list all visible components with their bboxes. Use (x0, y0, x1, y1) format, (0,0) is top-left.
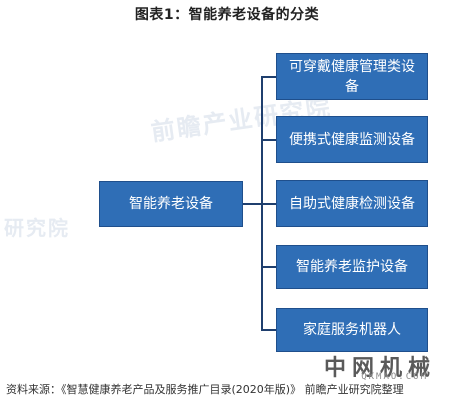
connector-branch-1 (261, 76, 276, 78)
root-node: 智能养老设备 (99, 181, 243, 227)
child-node-label: 自助式健康检测设备 (289, 195, 415, 212)
figure-title: 图表1：智能养老设备的分类 (134, 7, 320, 23)
child-node-label: 家庭服务机器人 (303, 322, 401, 338)
corner-logo-sub: QKMAO.COM (361, 372, 428, 382)
child-node-label: 可穿戴健康管理类设备 (289, 58, 415, 95)
source-note: 资料来源：《智慧健康养老产品及服务推广目录(2020年版)》 前瞻产业研究院整理 (6, 383, 404, 396)
corner-logo: 中网机械 (323, 356, 436, 381)
child-node-self-service: 自助式健康检测设备 (276, 180, 428, 227)
child-node-wearable: 可穿戴健康管理类设备 (276, 53, 428, 100)
child-node-robot: 家庭服务机器人 (276, 308, 428, 352)
child-node-portable: 便携式健康监测设备 (276, 116, 428, 163)
connector-branch-3 (261, 203, 276, 205)
connector-branch-4 (261, 266, 276, 268)
child-node-label: 便携式健康监测设备 (289, 131, 415, 148)
connector-root-horizontal (243, 203, 262, 205)
watermark-text: 研究院 (4, 216, 70, 240)
connector-branch-5 (261, 329, 276, 331)
root-node-label: 智能养老设备 (129, 196, 213, 212)
connector-branch-2 (261, 139, 276, 141)
child-node-label: 智能养老监护设备 (296, 259, 408, 275)
child-node-monitoring: 智能养老监护设备 (276, 245, 428, 289)
